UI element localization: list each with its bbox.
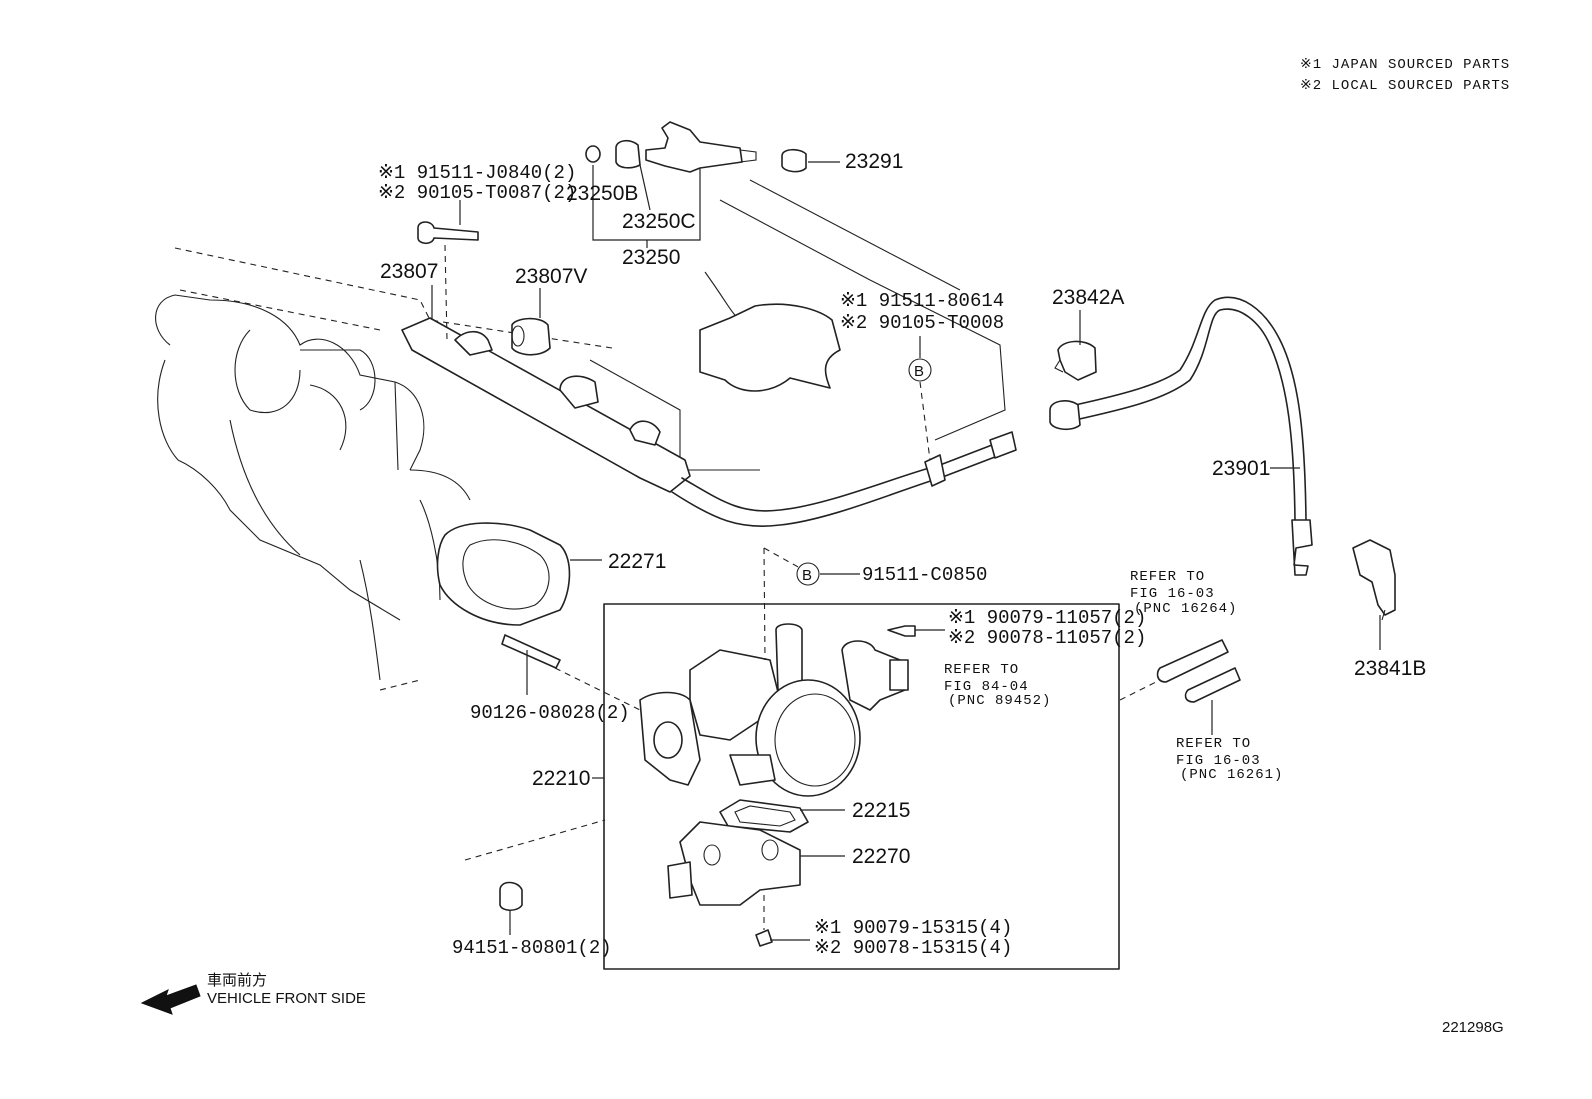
note-japan-sourced: ※1 JAPAN SOURCED PARTS: [1300, 57, 1510, 73]
label-23841B: 23841B: [1354, 657, 1426, 680]
callout-b-lower: B: [796, 562, 820, 586]
label-22215: 22215: [852, 799, 910, 822]
bolt-c0850-line: [763, 547, 801, 569]
ref-16-03b-line3: (PNC 16261): [1180, 767, 1283, 783]
throttle-body-frame: [603, 603, 1120, 970]
throttle-body-22210: [639, 623, 916, 797]
ref-16-03b-line2: FIG 16-03: [1176, 753, 1261, 769]
label-90126-08028: 90126-08028(2): [470, 702, 630, 724]
bolt-top: [417, 221, 479, 341]
gasket-22271: [436, 522, 571, 626]
arrow-left-icon: [140, 984, 201, 1015]
label-94151-80801: 94151-80801(2): [452, 937, 612, 959]
clip-23841B: [1352, 539, 1396, 621]
front-label-jp: 車両前方: [207, 972, 267, 989]
label-23842A: 23842A: [1052, 286, 1124, 309]
callout-b-text: B: [914, 363, 924, 380]
figure-code: 221298G: [1442, 1019, 1504, 1036]
injector-assembly: [585, 121, 807, 173]
bolt-bottom: [755, 895, 773, 947]
ref-84-04-line3: (PNC 89452): [948, 693, 1051, 709]
label-23901: 23901: [1212, 457, 1270, 480]
label-screw-japan: ※1 90079-11057(2): [948, 607, 1146, 629]
callout-b-text: B: [802, 567, 812, 584]
note-local-sourced: ※2 LOCAL SOURCED PARTS: [1300, 78, 1510, 94]
label-91511-C0850: 91511-C0850: [862, 564, 987, 586]
label-23250C: 23250C: [622, 210, 696, 233]
ref-84-04-line1: REFER TO: [944, 662, 1019, 678]
label-22270: 22270: [852, 845, 910, 868]
label-23250B: 23250B: [566, 182, 638, 205]
fuel-rail: [401, 317, 1017, 528]
label-bolt-top-japan: ※1 91511-J0840(2): [378, 162, 576, 184]
ref-16-03a-line3: (PNC 16264): [1134, 601, 1237, 617]
label-bolt-b-local: ※2 90105-T0008: [840, 312, 1004, 334]
stud-90126: [501, 634, 641, 711]
leader-lines: [431, 161, 1381, 941]
clip-23842A: [1054, 340, 1097, 381]
insulator-23807V: [511, 317, 551, 356]
callout-b-upper: B: [908, 358, 932, 382]
front-label-en: VEHICLE FRONT SIDE: [207, 990, 366, 1007]
ref-16-03a-line2: FIG 16-03: [1130, 586, 1215, 602]
label-22271: 22271: [608, 550, 666, 573]
hose-ref-pieces: [1119, 639, 1241, 703]
label-bolt-top-local: ※2 90105-T0087(2): [378, 182, 576, 204]
ref-84-04-line2: FIG 84-04: [944, 679, 1029, 695]
engine-outline: [155, 247, 613, 691]
label-23807V: 23807V: [515, 265, 587, 288]
vehicle-front-indicator: 車両前方 VEHICLE FRONT SIDE: [140, 972, 366, 1015]
label-bolt-bottom-japan: ※1 90079-15315(4): [814, 917, 1012, 939]
head-cover-outline: [589, 179, 1006, 471]
fuel-hose-23901: [1049, 296, 1313, 576]
label-23807: 23807: [380, 260, 438, 283]
label-23250: 23250: [622, 246, 680, 269]
ref-16-03a-line1: REFER TO: [1130, 569, 1205, 585]
label-22210: 22210: [532, 767, 590, 790]
label-screw-local: ※2 90078-11057(2): [948, 627, 1146, 649]
isc-valve-22270: [667, 821, 801, 906]
ref-16-03b-line1: REFER TO: [1176, 736, 1251, 752]
nut-94151: [464, 819, 606, 912]
label-23291: 23291: [845, 150, 903, 173]
label-bolt-bottom-local: ※2 90078-15315(4): [814, 937, 1012, 959]
label-bolt-b-japan: ※1 91511-80614: [840, 290, 1004, 312]
